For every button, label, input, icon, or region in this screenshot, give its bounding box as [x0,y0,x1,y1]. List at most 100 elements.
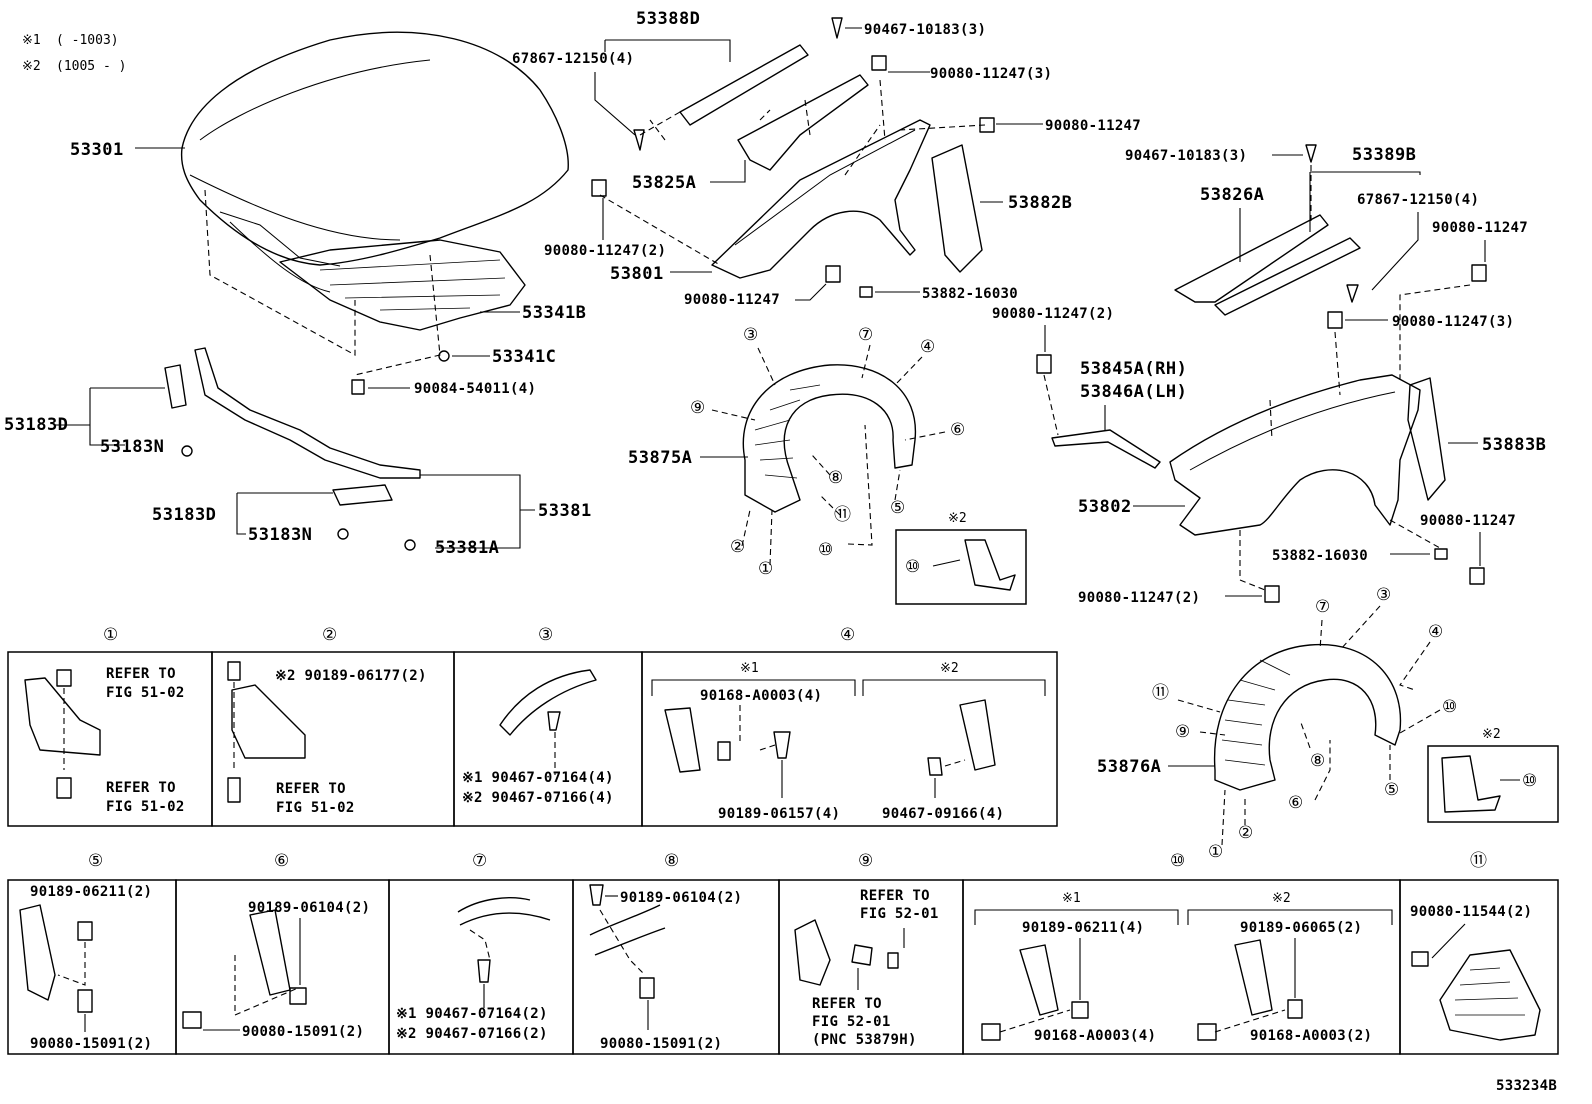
seal-53183-leader [55,387,165,446]
panel-9: ⑨ REFER TO FIG 52-01 REFER TO FIG 52-01 … [778,851,964,1055]
brace-53845a-drawing[interactable] [1051,429,1161,469]
clip-icon [181,445,193,457]
clip-90467-right-part-number: 90467-10183(3) [1125,148,1247,164]
svg-text:⑨: ⑨ [1175,722,1190,742]
svg-text:90189-06104(2): 90189-06104(2) [248,900,370,916]
note-1-mark: ※1 [22,33,41,48]
svg-text:⑦: ⑦ [1315,597,1330,617]
seal-53883b-drawing[interactable] [1407,377,1446,501]
seal-53183d-upper[interactable] [164,364,187,409]
seal-53388d-part-number: 53388D [636,9,700,29]
panel-5-number: ⑤ [88,851,103,871]
svg-text:⑧: ⑧ [828,468,843,488]
seal-53183d-lower[interactable] [332,484,393,506]
svg-text:④: ④ [920,337,935,357]
svg-text:90189-06065(2): 90189-06065(2) [1240,920,1362,936]
panel-10-number: ⑩ [1170,851,1185,871]
svg-text:⑪: ⑪ [1152,683,1169,703]
seal-53882b-drawing[interactable] [931,144,983,273]
seal-53183d-upper-part-number: 53183D [4,415,68,435]
svg-text:⑤: ⑤ [1384,780,1399,800]
liner-53876a-drawing[interactable] [1213,643,1402,791]
note-2-mark: ※2 [22,59,41,74]
seal-53883b-part-number: 53883B [1482,435,1546,455]
panel-8-number: ⑧ [664,851,679,871]
panel-53826a-part-number: 53826A [1200,185,1264,205]
bolt-90080-mid-part-number: 90080-11247 [684,292,780,308]
panel-10: ⑩ ※1 ※2 90189-06211(4) 90168-A0003(4) 90… [962,851,1401,1055]
clip-53882-icon [859,286,873,298]
note-2-range: (1005 - ) [56,59,126,74]
hood-dash-lines [204,189,441,376]
hood-insulator-drawing[interactable] [279,239,526,331]
svg-text:FIG 51-02: FIG 51-02 [276,800,355,816]
hood-insulator-part-number: 53341B [522,303,586,323]
svg-text:(PNC 53879H): (PNC 53879H) [812,1032,917,1048]
svg-text:REFER TO: REFER TO [860,888,930,904]
panel-3-number: ③ [538,625,553,645]
seal-53388d-drawing[interactable] [679,44,809,126]
bolt-90080-r2-part-number: 90080-11247(2) [992,306,1114,322]
svg-text:⑧: ⑧ [1310,751,1325,771]
svg-text:90080-11544(2): 90080-11544(2) [1410,904,1532,920]
bolt-90080-r3-part-number: 90080-11247(3) [1392,314,1514,330]
panel-7-number: ⑦ [472,851,487,871]
svg-text:※2 90189-06177(2): ※2 90189-06177(2) [275,668,427,684]
panel-8: ⑧ 90189-06104(2) 90080-15091(2) [572,851,780,1055]
clip-icon-67867 [633,129,645,151]
svg-text:①: ① [758,559,773,579]
bolt-90080-top-icon [871,55,887,71]
svg-text:90189-06104(2): 90189-06104(2) [620,890,742,906]
seal-53381-drawing[interactable] [194,347,421,479]
hood-drawing[interactable] [180,31,569,293]
seal-53389b-part-number: 53389B [1352,145,1416,165]
note-1-range: ( -1003) [56,33,119,48]
clip-90467-icon [831,17,843,39]
panel-6-number: ⑥ [274,851,289,871]
panel-53825a-drawing[interactable] [737,74,869,171]
seal-53882b-part-number: 53882B [1008,193,1072,213]
bolt-90080-right-part-number: 90080-11247 [1045,118,1141,134]
svg-text:90189-06157(4): 90189-06157(4) [718,806,840,822]
svg-text:⑩: ⑩ [818,540,833,560]
svg-text:FIG 51-02: FIG 51-02 [106,685,185,701]
svg-text:⑥: ⑥ [1288,793,1303,813]
bolt-90080-r4-part-number: 90080-11247 [1420,513,1516,529]
note2-inset-right [1427,745,1559,823]
bolt-icon-r5 [1264,585,1280,603]
svg-text:90080-15091(2): 90080-15091(2) [600,1036,722,1052]
clip-53882-16030-left-part-number: 53882-16030 [922,286,1018,302]
svg-text:①: ① [1208,842,1223,862]
svg-text:③: ③ [743,325,758,345]
note2-inset-right-label: ※2 [1482,727,1501,742]
note2-inset-left-label: ※2 [948,511,967,526]
bolt-icon-r3 [1327,311,1343,329]
svg-text:90467-09166(4): 90467-09166(4) [882,806,1004,822]
panel-53825a-part-number: 53825A [632,173,696,193]
panel-2: ② ※2 90189-06177(2) REFER TO FIG 51-02 [211,625,455,827]
fender-53801-drawing[interactable] [711,119,931,279]
panel-4-number: ④ [840,625,855,645]
svg-text:FIG 51-02: FIG 51-02 [106,799,185,815]
hood-screw-part-number: 90084-54011(4) [414,381,536,397]
insulator-clip-icon [438,350,450,362]
liner-53875a-drawing[interactable] [742,364,917,513]
panel-2-number: ② [322,625,337,645]
svg-text:※2 90467-07166(4): ※2 90467-07166(4) [462,790,614,806]
clip-67867-left-part-number: 67867-12150(4) [512,51,634,67]
panel-9-number: ⑨ [858,851,873,871]
panel-53826a-drawing[interactable] [1174,214,1329,303]
svg-text:90168-A0003(4): 90168-A0003(4) [700,688,822,704]
diagram-id: 533234B [1496,1078,1557,1094]
bolt-90080-r5-part-number: 90080-11247(2) [1078,590,1200,606]
note2-inset-left [895,529,1027,605]
clip-90467-right-icon [1305,144,1317,163]
brace-rh-part-number: 53845A(RH) [1080,359,1187,379]
seal-53183n-lower-part-number: 53183N [248,525,312,545]
fender-53802-drawing[interactable] [1169,374,1421,536]
seal-53389b-drawing[interactable] [1214,237,1361,316]
brace-lh-part-number: 53846A(LH) [1080,382,1187,402]
panel-7: ⑦ ※1 90467-07164(2) ※2 90467-07166(2) [388,851,574,1055]
svg-text:90189-06211(2): 90189-06211(2) [30,884,152,900]
